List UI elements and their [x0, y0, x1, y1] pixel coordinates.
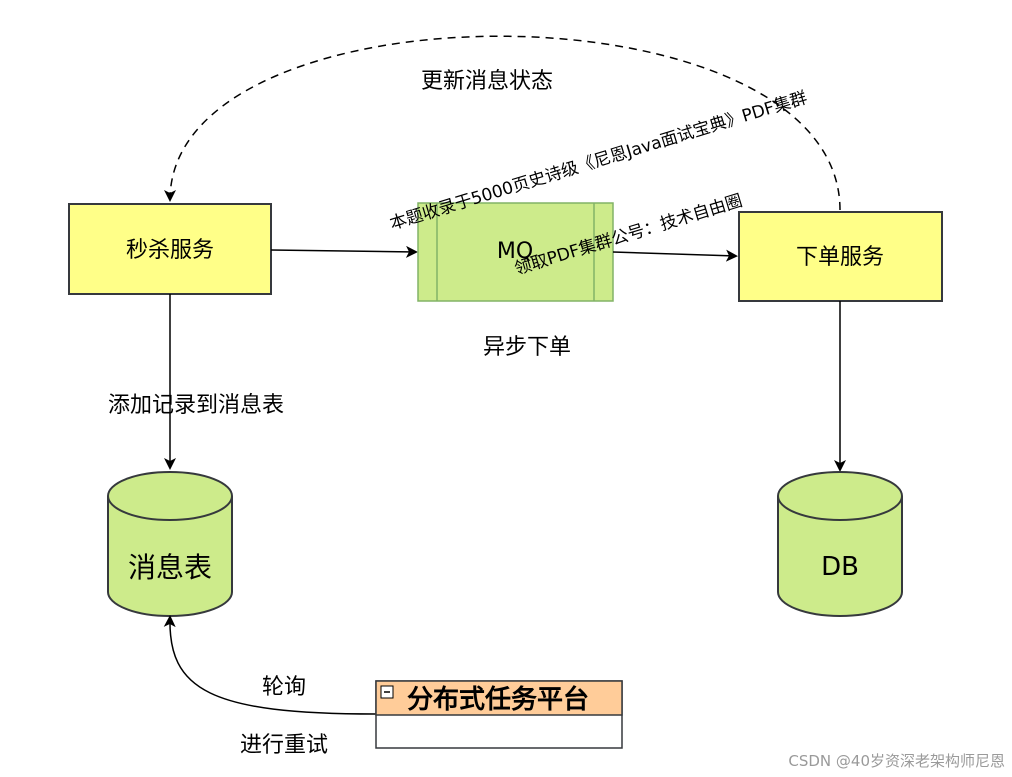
add-record-label: 添加记录到消息表	[108, 393, 284, 418]
footer-watermark: CSDN @40岁资深老架构师尼恩	[788, 752, 1005, 770]
collapse-toggle-icon[interactable]	[380, 685, 394, 699]
order-service-node: 下单服务	[738, 211, 943, 302]
update-status-edge	[164, 35, 841, 211]
seckill-service-label: 秒杀服务	[126, 238, 214, 263]
mq-node: MQ	[417, 202, 614, 302]
seckill-service-node: 秒杀服务	[68, 203, 272, 295]
mq-label: MQ	[497, 239, 533, 264]
seckill-to-mq-edge	[270, 245, 418, 258]
update-status-label: 更新消息状态	[421, 69, 553, 94]
message-table-node: 消息表	[107, 471, 233, 617]
platform-to-message-table-edge	[163, 615, 377, 715]
message-table-label: 消息表	[128, 551, 212, 584]
db-node: DB	[777, 471, 903, 617]
mq-to-order-edge	[612, 249, 738, 262]
polling-label: 轮询	[262, 675, 306, 700]
task-platform-node: 分布式任务平台	[375, 680, 623, 749]
async-order-label: 异步下单	[483, 335, 571, 360]
retry-label: 进行重试	[240, 733, 328, 758]
db-label: DB	[821, 552, 859, 582]
order-service-label: 下单服务	[796, 245, 884, 270]
task-platform-label: 分布式任务平台	[407, 684, 589, 715]
